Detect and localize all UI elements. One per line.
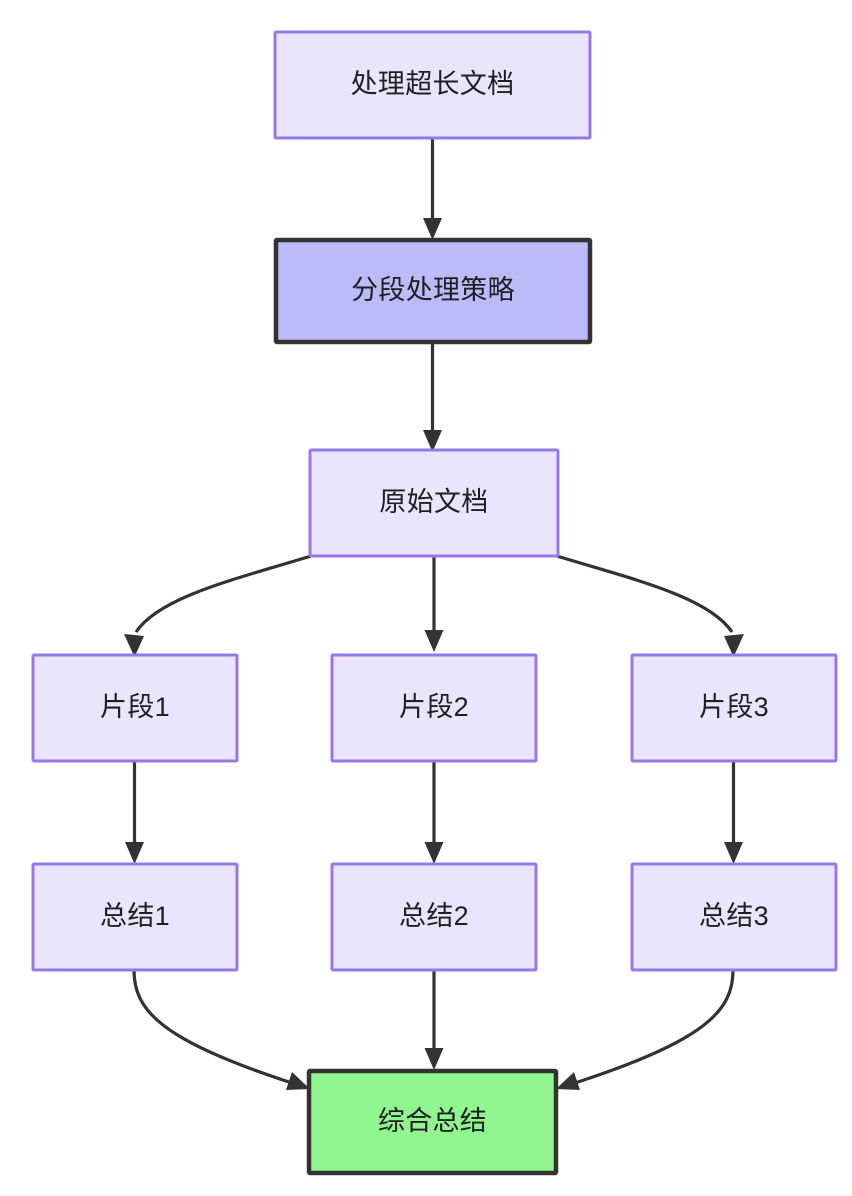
edge-line	[556, 554, 734, 633]
arrow-head-icon	[124, 634, 144, 657]
edge-n3-n5	[424, 556, 444, 652]
node-label: 处理超长文档	[351, 69, 515, 99]
node-chunking-strategy[interactable]: 分段处理策略	[273, 237, 593, 345]
node-label: 总结2	[399, 901, 469, 931]
node-summary-2[interactable]: 总结2	[330, 862, 538, 972]
edge-line	[132, 969, 293, 1085]
node-shape[interactable]	[306, 1068, 559, 1176]
node-shape[interactable]	[31, 653, 239, 763]
edge-layer	[124, 138, 744, 1090]
node-layer: 处理超长文档 分段处理策略 原始文档 片段1 片段2	[31, 30, 838, 1176]
node-label: 分段处理策略	[351, 275, 515, 305]
node-shape[interactable]	[630, 653, 838, 763]
edge-n6-n9	[724, 761, 743, 864]
arrow-head-icon	[286, 1072, 310, 1090]
node-shape[interactable]	[273, 30, 592, 140]
node-label: 片段1	[100, 692, 170, 722]
edge-line	[574, 969, 735, 1085]
node-fragment-1[interactable]: 片段1	[31, 653, 239, 763]
node-label: 原始文档	[379, 487, 488, 517]
edge-n1-n2	[423, 138, 442, 240]
node-fragment-3[interactable]: 片段3	[630, 653, 838, 763]
edge-n9-n10	[556, 969, 735, 1090]
node-label: 片段2	[399, 692, 469, 722]
node-original-document[interactable]: 原始文档	[308, 448, 560, 558]
edge-n3-n6	[556, 554, 744, 657]
edge-n2-n3	[423, 344, 442, 452]
edge-n8-n10	[424, 970, 444, 1070]
node-summary-3[interactable]: 总结3	[630, 862, 838, 972]
arrow-head-icon	[423, 430, 442, 452]
arrow-head-icon	[125, 842, 144, 864]
node-comprehensive-summary[interactable]: 综合总结	[306, 1068, 559, 1176]
arrow-head-icon	[724, 842, 743, 864]
edge-n3-n4	[124, 554, 312, 657]
node-fragment-2[interactable]: 片段2	[330, 653, 538, 763]
node-label: 片段3	[699, 692, 769, 722]
node-summary-1[interactable]: 总结1	[31, 862, 239, 972]
node-label: 综合总结	[378, 1106, 487, 1136]
node-shape[interactable]	[273, 237, 593, 345]
arrow-head-icon	[424, 630, 444, 652]
edge-n4-n7	[125, 761, 144, 864]
node-shape[interactable]	[31, 862, 239, 972]
arrow-head-icon	[424, 1048, 444, 1070]
edge-n7-n10	[132, 969, 310, 1090]
node-label: 总结3	[699, 901, 769, 931]
node-shape[interactable]	[330, 862, 538, 972]
node-shape[interactable]	[308, 448, 560, 558]
edge-line	[134, 554, 312, 633]
node-shape[interactable]	[330, 653, 538, 763]
node-shape[interactable]	[630, 862, 838, 972]
node-process-long-document[interactable]: 处理超长文档	[273, 30, 592, 140]
node-label: 总结1	[100, 901, 170, 931]
arrow-head-icon	[424, 842, 444, 864]
arrow-head-icon	[423, 218, 442, 240]
edge-n5-n8	[424, 761, 444, 864]
arrow-head-icon	[724, 634, 744, 657]
arrow-head-icon	[556, 1072, 580, 1090]
